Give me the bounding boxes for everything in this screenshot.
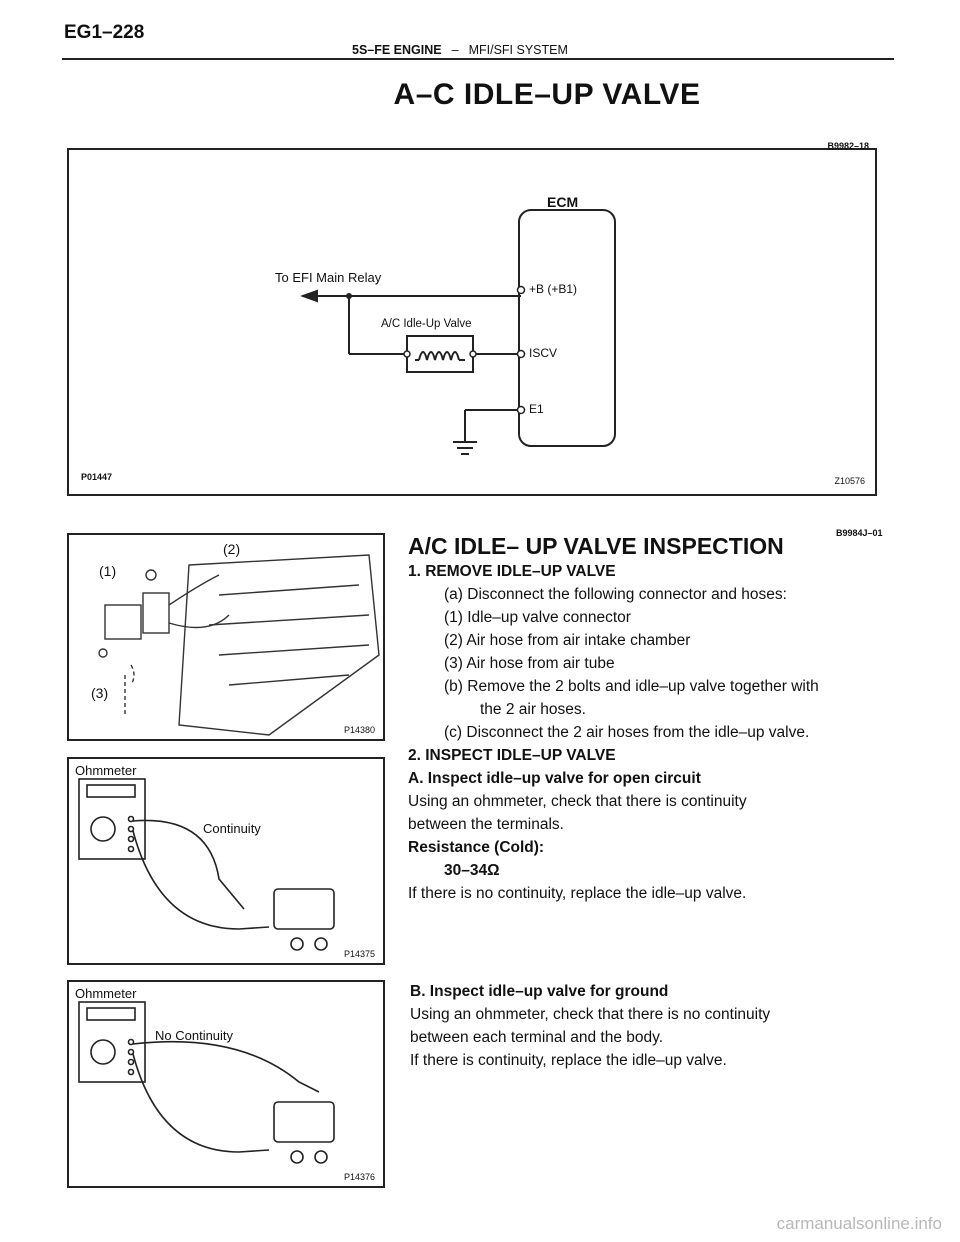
system-label: MFI/SFI SYSTEM bbox=[468, 43, 568, 57]
header-rule bbox=[62, 58, 894, 60]
diagram-code-left: P01447 bbox=[81, 472, 113, 482]
callout-3: (3) bbox=[91, 685, 109, 701]
terminal-iscv-label: ISCV bbox=[529, 346, 558, 360]
step-2: 2. INSPECT IDLE–UP VALVE bbox=[408, 747, 616, 764]
ohmmeter-label: Ohmmeter bbox=[75, 986, 137, 1001]
wiring-diagram: B9982–18 ECM To EFI Main Relay A/C Idle-… bbox=[67, 141, 877, 496]
ecm-label: ECM bbox=[547, 194, 579, 210]
terminal-e1-label: E1 bbox=[529, 402, 544, 416]
step-a-text-1: Using an ohmmeter, check that there is c… bbox=[408, 793, 747, 810]
inspection-heading: A/C IDLE– UP VALVE INSPECTION bbox=[408, 533, 784, 559]
removal-figure-svg bbox=[98, 554, 380, 736]
diagram-code-right: Z10576 bbox=[834, 476, 865, 486]
page-number: EG1–228 bbox=[64, 22, 145, 43]
resistance-label: Resistance (Cold): bbox=[408, 839, 545, 856]
step-1a: (a) Disconnect the following connector a… bbox=[444, 586, 787, 603]
relay-label: To EFI Main Relay bbox=[275, 270, 382, 285]
engine-label: 5S–FE ENGINE bbox=[352, 43, 442, 57]
no-continuity-figure-code: P14376 bbox=[343, 1172, 375, 1182]
continuity-figure-svg bbox=[78, 778, 335, 951]
step-1a-3: (3) Air hose from air tube bbox=[444, 655, 615, 672]
ecm-box bbox=[518, 209, 616, 447]
wiring-diagram-svg bbox=[300, 209, 616, 455]
step-a-text-2: between the terminals. bbox=[408, 816, 564, 833]
inspection-code: B9984J–01 bbox=[836, 528, 883, 538]
step-a: A. Inspect idle–up valve for open circui… bbox=[408, 770, 701, 787]
step-b-text-1: Using an ohmmeter, check that there is n… bbox=[410, 1006, 771, 1023]
step-1: 1. REMOVE IDLE–UP VALVE bbox=[408, 563, 616, 580]
step-b: B. Inspect idle–up valve for ground bbox=[410, 983, 669, 1000]
callout-2: (2) bbox=[223, 541, 241, 557]
resistance-value: 30–34Ω bbox=[444, 862, 500, 879]
removal-figure-code: P14380 bbox=[343, 725, 375, 735]
probe-lead-2 bbox=[132, 1053, 270, 1153]
valve-body-icon bbox=[104, 604, 142, 640]
diagram-code-top: B9982–18 bbox=[827, 141, 869, 151]
running-header: 5S–FE ENGINE–MFI/SFI SYSTEM bbox=[352, 43, 568, 57]
step-1b: (b) Remove the 2 bolts and idle–up valve… bbox=[444, 678, 819, 695]
probe-lead-1 bbox=[132, 819, 245, 910]
removal-figure: (1) (2) (3) P14380 bbox=[67, 533, 385, 741]
continuity-label: Continuity bbox=[203, 821, 261, 836]
inspection-steps: 1. REMOVE IDLE–UP VALVE (a) Disconnect t… bbox=[408, 560, 819, 905]
terminal-b-label: +B (+B1) bbox=[529, 282, 578, 296]
ground-inspection: B. Inspect idle–up valve for ground Usin… bbox=[410, 980, 770, 1072]
idle-up-valve-icon bbox=[273, 888, 335, 930]
step-b-text-2: between each terminal and the body. bbox=[410, 1029, 664, 1046]
probe-lead-1 bbox=[132, 1040, 320, 1093]
callout-1: (1) bbox=[99, 563, 117, 579]
engine-outline bbox=[178, 554, 380, 736]
header-separator: – bbox=[451, 43, 459, 57]
watermark: carmanualsonline.info bbox=[776, 1214, 942, 1233]
no-continuity-label: No Continuity bbox=[155, 1028, 234, 1043]
idle-up-valve-icon bbox=[273, 1101, 335, 1143]
ohmmeter-icon bbox=[78, 778, 146, 860]
step-1a-1: (1) Idle–up valve connector bbox=[444, 609, 631, 626]
arrow-left-icon bbox=[300, 289, 318, 303]
no-continuity-figure: Ohmmeter No Continuity P14376 bbox=[67, 980, 385, 1188]
ohmmeter-label: Ohmmeter bbox=[75, 763, 137, 778]
step-a-text-3: If there is no continuity, replace the i… bbox=[408, 885, 747, 902]
page-title: A–C IDLE–UP VALVE bbox=[393, 78, 701, 111]
probe-lead-2 bbox=[132, 830, 270, 930]
coil-icon bbox=[418, 351, 460, 361]
continuity-figure: Ohmmeter Continuity P14375 bbox=[67, 757, 385, 965]
valve-label: A/C Idle-Up Valve bbox=[381, 318, 472, 330]
step-1a-2: (2) Air hose from air intake chamber bbox=[444, 632, 691, 649]
ohmmeter-icon bbox=[78, 1001, 146, 1083]
no-continuity-figure-svg bbox=[78, 1001, 335, 1164]
step-1b-cont: the 2 air hoses. bbox=[480, 701, 586, 718]
step-1c: (c) Disconnect the 2 air hoses from the … bbox=[444, 724, 810, 741]
continuity-figure-code: P14375 bbox=[343, 949, 375, 959]
step-b-text-3: If there is continuity, replace the idle… bbox=[410, 1052, 727, 1069]
hose-icon bbox=[168, 574, 230, 629]
